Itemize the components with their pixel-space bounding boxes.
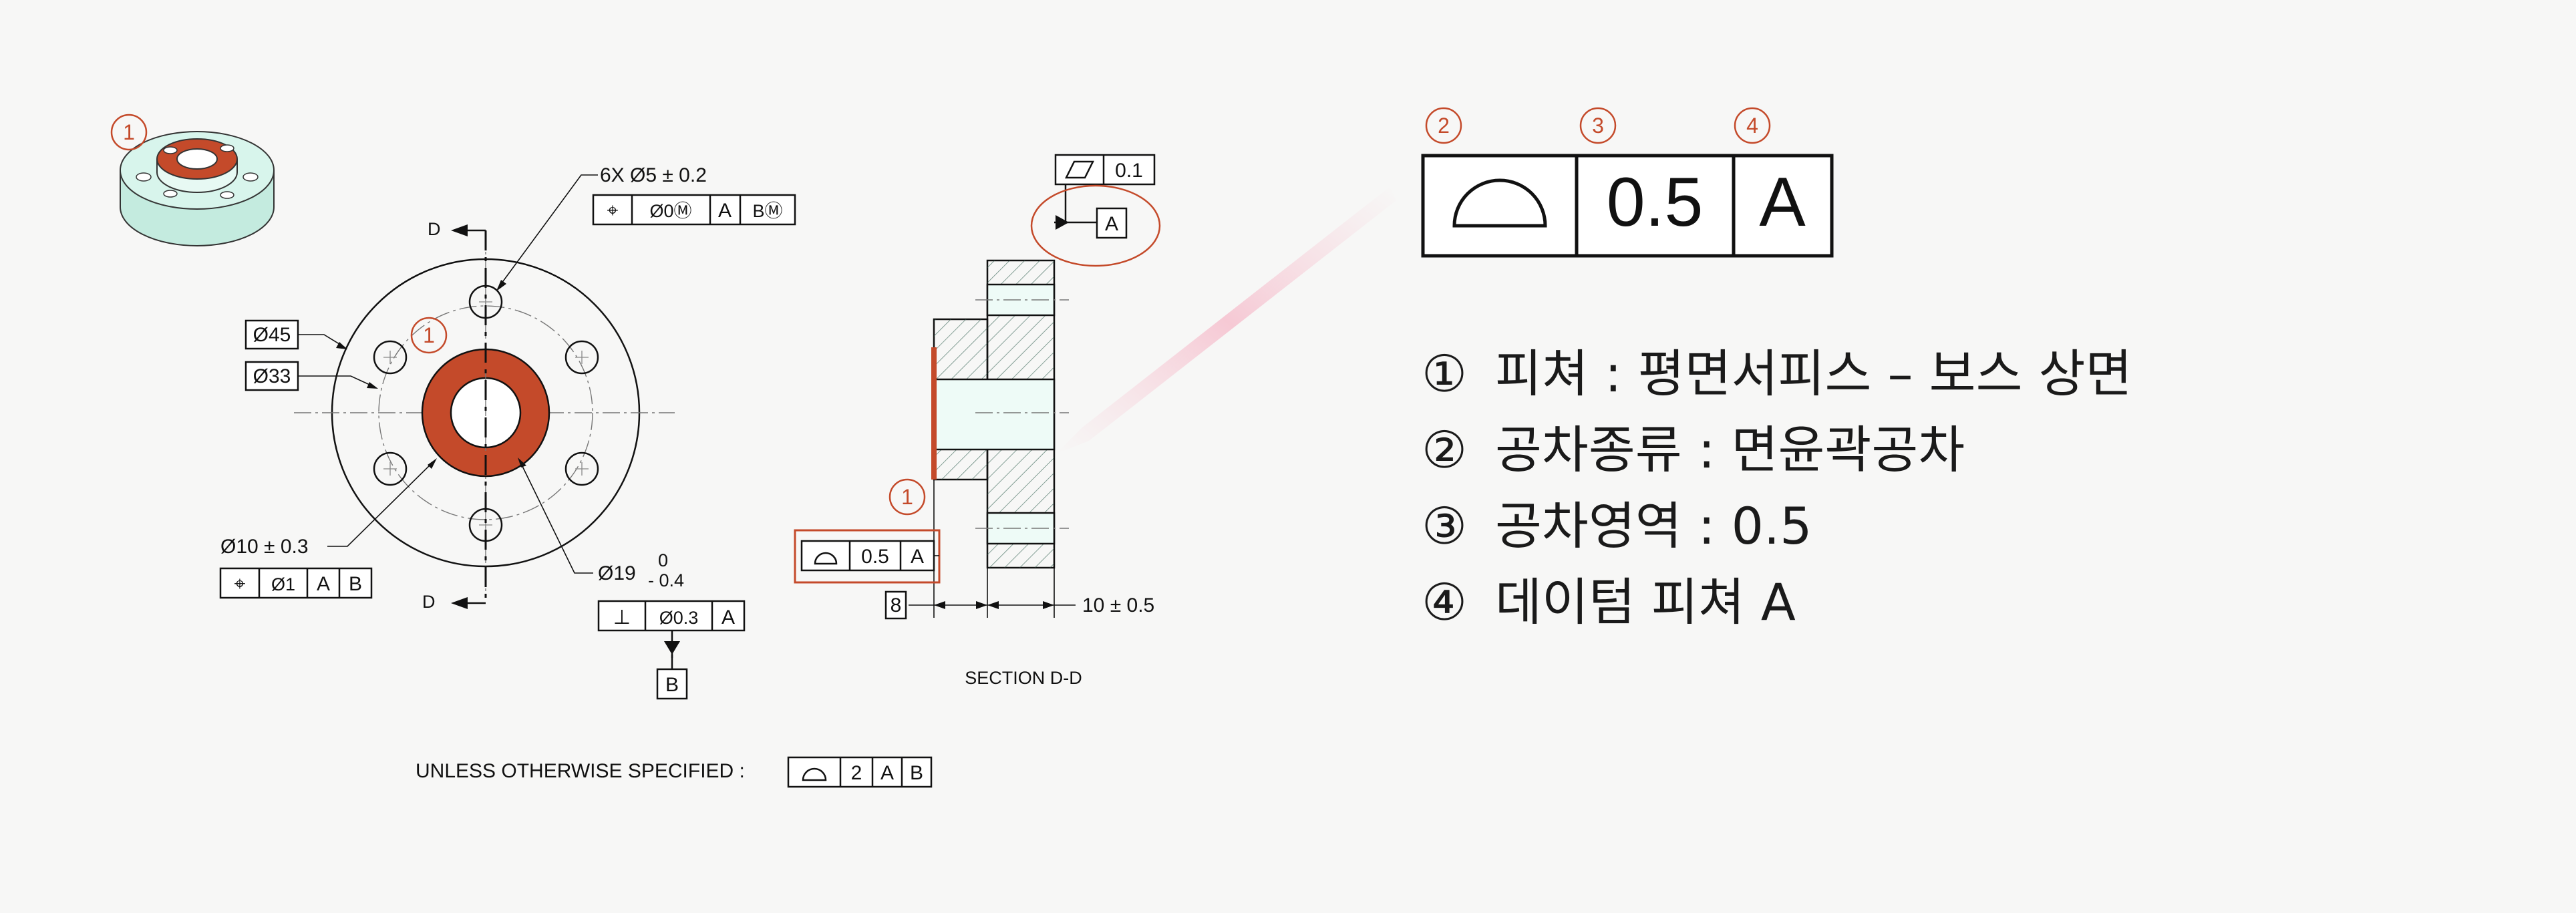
dim-d45: Ø45 [245,319,347,350]
dim-8-10: 8 10 ± 0.5 [884,590,1154,620]
svg-text:Ø0.3: Ø0.3 [659,608,699,628]
svg-text:2: 2 [1438,114,1450,138]
svg-text:Ø45: Ø45 [253,324,291,346]
legend-number: ① [1422,344,1468,403]
balloon-2: 2 [1425,107,1462,144]
legend-number: ④ [1422,572,1468,632]
balloon-1-iso: 1 [110,114,148,151]
svg-text:A: A [721,606,735,628]
svg-text:Ø0Ⓜ: Ø0Ⓜ [649,201,691,221]
dim-d19: Ø19 0 - 0.4 ⊥ Ø0.3 A B [518,458,746,700]
balloon-1-front: 1 [410,317,448,354]
svg-text:10 ± 0.5: 10 ± 0.5 [1082,594,1154,616]
balloon-3: 3 [1579,107,1617,144]
legend-text: 데이텀 피쳐 A [1495,572,1796,632]
svg-text:- 0.4: - 0.4 [648,570,684,590]
svg-text:A: A [718,200,732,222]
datum-a-flatness: 0.1 A [1030,154,1161,267]
section-view [931,259,1069,618]
svg-text:1: 1 [123,120,135,144]
legend-text: 공차영역 : 0.5 [1495,496,1812,556]
svg-text:1: 1 [901,485,913,509]
legend-number: ② [1422,420,1468,480]
iso-thumbnail [120,131,275,246]
legend-item-4: ④ 데이텀 피쳐 A [1422,561,1796,634]
svg-text:A: A [1105,213,1118,235]
svg-text:Ø33: Ø33 [253,365,291,387]
hole-callout: 6X Ø5 ± 0.2 ⌖ Ø0Ⓜ A BⓂ [496,164,796,291]
svg-text:6X Ø5 ± 0.2: 6X Ø5 ± 0.2 [600,164,707,186]
svg-text:BⓂ: BⓂ [752,201,782,221]
dim-d10: Ø10 ± 0.3 ⌖ Ø1 A B [219,458,437,599]
svg-text:4: 4 [1746,114,1758,138]
front-view: D D [294,219,675,612]
svg-text:⌖: ⌖ [607,200,619,222]
svg-text:A: A [880,762,894,784]
bolt-circle-centerline [378,305,593,520]
svg-text:B: B [910,762,923,784]
svg-text:A: A [1759,164,1806,241]
balloon-1-section: 1 [889,478,926,516]
svg-text:UNLESS OTHERWISE SPECIFIED :: UNLESS OTHERWISE SPECIFIED : [416,760,745,782]
legend-item-3: ③ 공차영역 : 0.5 [1422,485,1812,558]
bolt-holes [373,285,599,542]
legend-item-2: ② 공차종류 : 면윤곽공차 [1422,409,1965,482]
svg-text:Ø10 ± 0.3: Ø10 ± 0.3 [220,536,309,558]
svg-text:Ø19: Ø19 [598,562,636,584]
section-line-dd: D D [422,219,487,612]
svg-text:0: 0 [658,550,668,570]
svg-text:B: B [665,674,679,696]
section-profile-fcf: 0.5 A [794,529,941,584]
svg-text:D: D [422,592,436,612]
svg-text:0.1: 0.1 [1115,160,1143,182]
svg-text:⊥: ⊥ [613,606,631,628]
unless-specified: UNLESS OTHERWISE SPECIFIED : 2 A B [416,756,933,788]
svg-text:8: 8 [891,594,902,616]
svg-text:0.5: 0.5 [861,546,889,568]
legend-number: ③ [1422,496,1468,556]
svg-text:1: 1 [423,323,435,347]
legend-item-1: ① 피쳐 : 평면서피스 – 보스 상면 [1422,333,2132,406]
balloon-4: 4 [1734,107,1771,144]
svg-text:2: 2 [851,762,862,784]
svg-text:Ø1: Ø1 [271,574,295,594]
legend-text: 피쳐 : 평면서피스 – 보스 상면 [1495,344,2132,403]
svg-text:A: A [317,573,330,595]
big-fcf: 0.5 A [1421,154,1834,258]
profile-surface-icon [1452,178,1547,228]
svg-text:3: 3 [1592,114,1604,138]
svg-text:D: D [428,219,441,239]
highlight-beam [1056,187,1396,454]
svg-text:⌖: ⌖ [234,573,246,595]
svg-text:0.5: 0.5 [1607,164,1704,241]
section-label: SECTION D-D [965,668,1082,688]
svg-text:B: B [349,573,362,595]
dim-d33: Ø33 [245,361,378,391]
legend-text: 공차종류 : 면윤곽공차 [1495,420,1965,480]
svg-text:A: A [911,546,924,568]
